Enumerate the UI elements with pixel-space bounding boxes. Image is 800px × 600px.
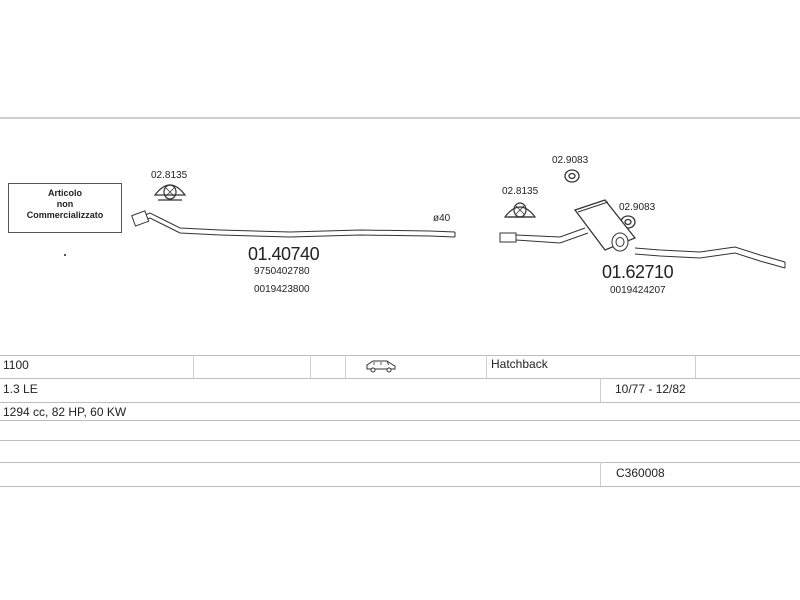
table-line — [0, 440, 800, 441]
front-pipe-part-number: 01.40740 — [248, 244, 320, 264]
mount-ref-1: 02.9083 — [552, 155, 589, 166]
table-line — [0, 420, 800, 421]
table-line — [0, 486, 800, 487]
right-clamp-ref: 02.8135 — [502, 186, 539, 197]
dot-marker — [64, 254, 66, 256]
table-line — [0, 402, 800, 403]
catalog-code-cell: C360008 — [616, 466, 665, 480]
note-line-3: Commercializzato — [26, 210, 104, 220]
note-line-2: non — [56, 199, 74, 209]
clamp-icon — [153, 184, 187, 201]
silencer-part-number: 01.62710 — [602, 262, 674, 282]
mount-ref-2: 02.9083 — [619, 202, 656, 213]
rubber-mount-icon — [564, 169, 580, 183]
table-line — [0, 355, 800, 356]
table-divider — [193, 355, 194, 378]
model-cell: 1100 — [3, 358, 29, 372]
clamp-icon — [503, 202, 537, 218]
table-divider — [486, 355, 487, 378]
table-divider — [695, 355, 696, 378]
table-divider — [310, 355, 311, 378]
note-line-1: Articolo — [47, 188, 82, 198]
pipe-diameter: ø40 — [433, 213, 451, 224]
front-pipe — [131, 210, 456, 238]
table-divider — [345, 355, 346, 378]
years-cell: 10/77 - 12/82 — [615, 382, 686, 396]
variant-cell: 1.3 LE — [3, 382, 38, 396]
left-clamp-ref: 02.8135 — [151, 170, 188, 181]
front-pipe-oe-code-1: 9750402780 — [254, 266, 310, 277]
engine-cell: 1294 cc, 82 HP, 60 KW — [3, 405, 127, 419]
table-line — [0, 378, 800, 379]
rear-silencer — [499, 199, 786, 269]
table-divider — [600, 462, 601, 486]
table-divider — [600, 378, 601, 402]
body-type-cell: Hatchback — [491, 357, 548, 371]
top-divider — [0, 117, 800, 119]
table-line — [0, 462, 800, 463]
front-pipe-oe-code-2: 0019423800 — [254, 284, 310, 295]
exhaust-diagram — [131, 169, 786, 269]
silencer-oe-code: 0019424207 — [610, 285, 666, 296]
car-hatchback-icon — [366, 360, 396, 373]
not-sold-note: Articolo non Commercializzato — [8, 183, 122, 233]
